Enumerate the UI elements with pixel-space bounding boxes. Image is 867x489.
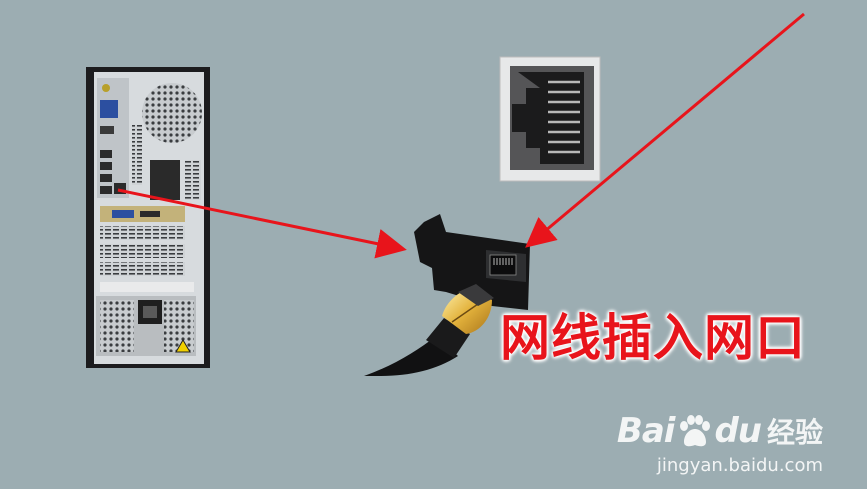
watermark-brand-bai: Bai [616, 411, 676, 451]
watermark-url: jingyan.baidu.com [656, 455, 823, 476]
rj45-port-closeup-icon [499, 56, 601, 182]
network-card-bracket-icon [414, 214, 530, 310]
pointer-arrow-to-card-icon [117, 188, 407, 259]
pointer-arrow-to-port-icon [525, 12, 805, 248]
ethernet-cable-plug-icon [364, 284, 494, 376]
baidu-paw-icon [680, 415, 711, 447]
baidu-jingyan-watermark: Bai du 经验 jingyan.baidu.com [616, 411, 823, 476]
instruction-caption: 网线插入网口 [500, 309, 806, 367]
watermark-brand-du: du [714, 411, 762, 451]
desktop-tower-rear-icon [86, 67, 210, 368]
watermark-brand-jingyan: 经验 [766, 416, 823, 449]
